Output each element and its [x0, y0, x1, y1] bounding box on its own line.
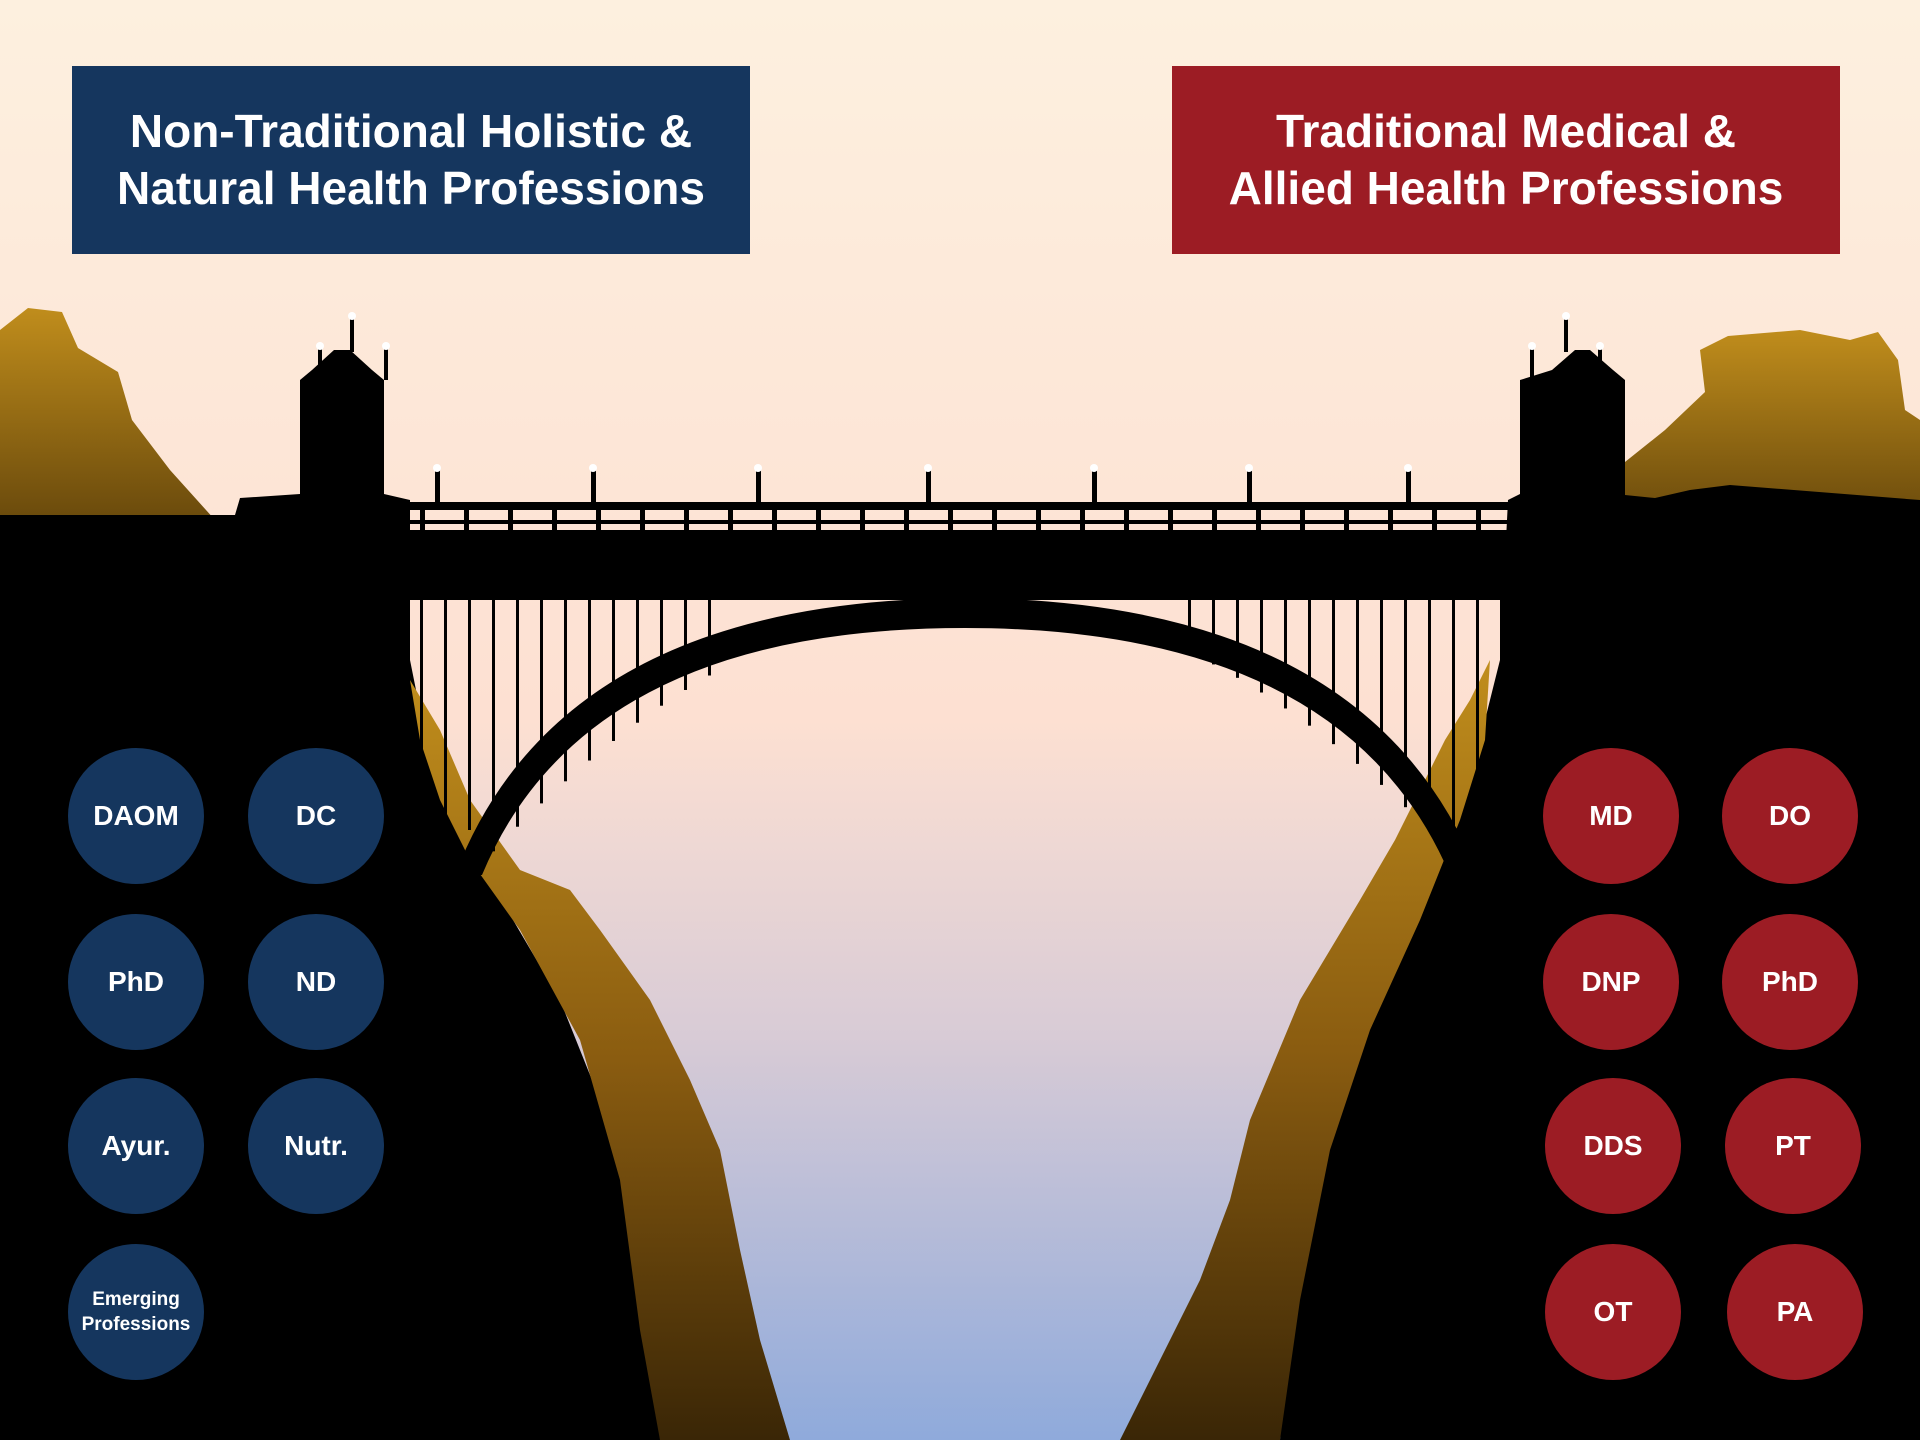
- holistic-title-line-2: Natural Health Professions: [117, 162, 705, 214]
- badge-nd: ND: [248, 914, 384, 1050]
- spandrel-column: [1212, 598, 1215, 665]
- medical-professions-header: Traditional Medical & Allied Health Prof…: [1172, 66, 1840, 254]
- holistic-title-line-1: Non-Traditional Holistic &: [129, 105, 693, 157]
- badge-phd-medical: PhD: [1722, 914, 1858, 1050]
- railing-post: [1476, 504, 1481, 532]
- right-ridge: [1600, 330, 1920, 520]
- spandrel-column: [1284, 598, 1287, 709]
- railing-post: [1124, 504, 1129, 532]
- spandrel-column: [1452, 598, 1455, 856]
- bridge-deck: [405, 530, 1525, 600]
- spandrel-column: [1308, 598, 1311, 726]
- lamp-post: [1245, 464, 1253, 504]
- railing-post: [464, 504, 469, 532]
- railing-post: [1344, 504, 1349, 532]
- right-canyon-wall: [1120, 660, 1490, 1440]
- railing-post: [420, 504, 425, 532]
- badge-ayurveda: Ayur.: [68, 1078, 204, 1214]
- railing-post: [1300, 504, 1305, 532]
- lamp-post: [589, 464, 597, 504]
- holistic-professions-header: Non-Traditional Holistic & Natural Healt…: [72, 66, 750, 254]
- lamp-post: [1404, 464, 1412, 504]
- spandrel-column: [1500, 598, 1503, 830]
- railing-post: [992, 504, 997, 532]
- railing-post: [1432, 504, 1437, 532]
- lamp-post: [924, 464, 932, 504]
- badge-phd-holistic: PhD: [68, 914, 204, 1050]
- badge-md: MD: [1543, 748, 1679, 884]
- spandrel-column: [564, 598, 567, 782]
- spandrel-column: [1476, 598, 1479, 830]
- railing-post: [860, 504, 865, 532]
- medical-title-line-1: Traditional Medical &: [1275, 105, 1737, 157]
- railing-post: [772, 504, 777, 532]
- spandrel-columns: [420, 598, 1503, 856]
- badge-dc: DC: [248, 748, 384, 884]
- spandrel-column: [1236, 598, 1239, 678]
- spandrel-column: [1332, 598, 1335, 745]
- spandrel-column: [1380, 598, 1383, 785]
- railing-post: [948, 504, 953, 532]
- badge-dds: DDS: [1545, 1078, 1681, 1214]
- medical-title-line-2: Allied Health Professions: [1228, 162, 1784, 214]
- left-ridge: [0, 308, 215, 520]
- spandrel-column: [636, 598, 639, 723]
- spandrel-column: [684, 598, 687, 690]
- badge-do: DO: [1722, 748, 1858, 884]
- spandrel-column: [1404, 598, 1407, 808]
- spandrel-column: [468, 598, 471, 830]
- railing-post: [1388, 504, 1393, 532]
- spandrel-column: [516, 598, 519, 827]
- badge-dnp: DNP: [1543, 914, 1679, 1050]
- railing-post: [1212, 504, 1217, 532]
- railing-mid: [405, 520, 1525, 524]
- spandrel-column: [1188, 598, 1191, 653]
- spandrel-column: [1260, 598, 1263, 693]
- spandrel-column: [420, 598, 423, 830]
- lamp-post: [754, 464, 762, 504]
- railing-post: [684, 504, 689, 532]
- railing-post: [728, 504, 733, 532]
- railing-posts: [420, 504, 1481, 532]
- spandrel-column: [660, 598, 663, 706]
- spandrel-column: [588, 598, 591, 761]
- railing-post: [552, 504, 557, 532]
- badge-ot: OT: [1545, 1244, 1681, 1380]
- lamp-post: [1090, 464, 1098, 504]
- badge-nutrition: Nutr.: [248, 1078, 384, 1214]
- railing-post: [508, 504, 513, 532]
- spandrel-column: [444, 598, 447, 830]
- railing-post: [1036, 504, 1041, 532]
- spandrel-column: [1356, 598, 1359, 764]
- railing-post: [904, 504, 909, 532]
- railing-post: [1080, 504, 1085, 532]
- spandrel-column: [540, 598, 543, 804]
- railing-post: [816, 504, 821, 532]
- spandrel-column: [492, 598, 495, 852]
- railing-post: [596, 504, 601, 532]
- lamp-posts: [433, 464, 1412, 504]
- badge-emerging-professions: Emerging Professions: [68, 1244, 204, 1380]
- badge-pt: PT: [1725, 1078, 1861, 1214]
- railing-post: [1256, 504, 1261, 532]
- left-canyon-wall: [410, 680, 790, 1440]
- railing-top: [405, 502, 1525, 510]
- spandrel-column: [708, 598, 711, 676]
- right-tower: [1528, 312, 1604, 380]
- lamp-post: [433, 464, 441, 504]
- left-tower: [316, 312, 390, 380]
- railing-post: [640, 504, 645, 532]
- spandrel-column: [612, 598, 615, 741]
- badge-daom: DAOM: [68, 748, 204, 884]
- railing-post: [1168, 504, 1173, 532]
- spandrel-column: [1428, 598, 1431, 831]
- badge-pa: PA: [1727, 1244, 1863, 1380]
